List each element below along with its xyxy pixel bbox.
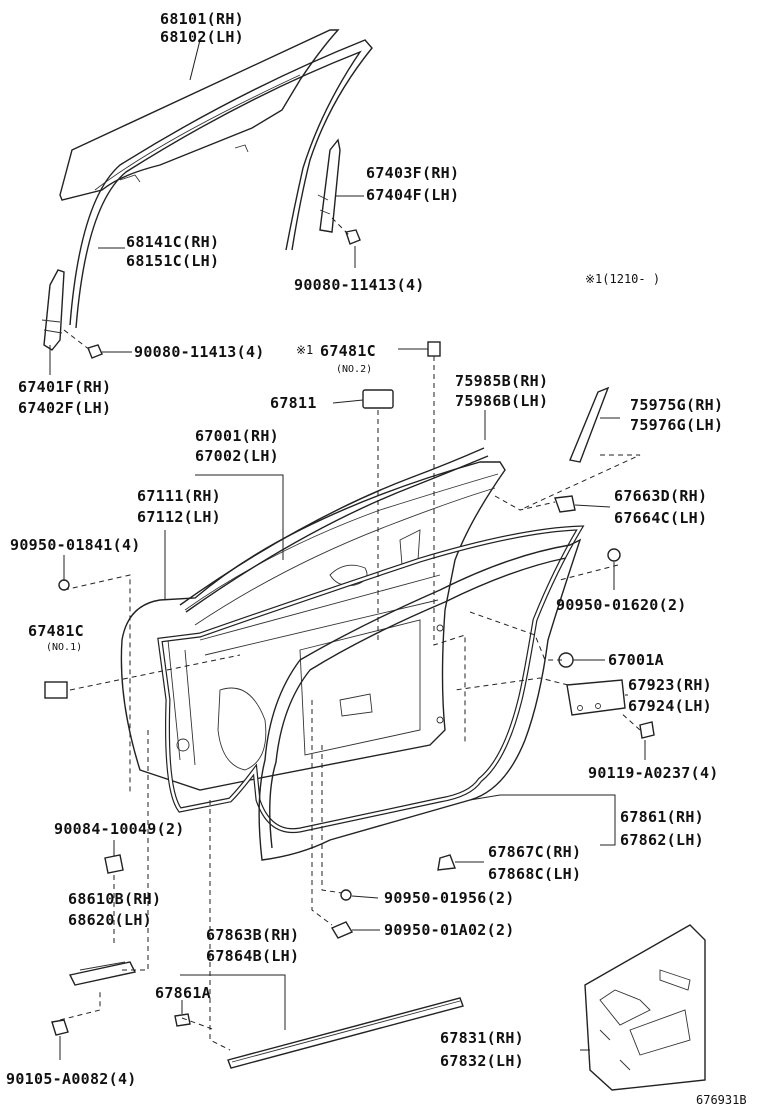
label-67002: 67002(LH) [195, 447, 279, 465]
door-check [51, 854, 137, 1036]
label-68151c: 68151C(LH) [126, 252, 219, 270]
note-mark: ※1 [296, 343, 313, 357]
door-inner-frame [258, 538, 582, 861]
label-67404f: 67404F(LH) [366, 186, 459, 204]
label-67831: 67831(RH) [440, 1029, 524, 1047]
label-bolt-90080-top: 90080-11413(4) [294, 276, 425, 294]
label-67811: 67811 [270, 394, 317, 412]
guide-lines [59, 356, 641, 1051]
label-67832: 67832(LH) [440, 1052, 524, 1070]
front-lower-frame [41, 269, 103, 359]
label-no1: (NO.1) [46, 642, 82, 653]
label-67403f: 67403F(RH) [366, 164, 459, 182]
label-bolt-90080-mid: 90080-11413(4) [134, 343, 265, 361]
lower-weatherstrip [227, 997, 464, 1069]
label-67111: 67111(RH) [137, 487, 221, 505]
door-belt-moulding [179, 447, 489, 613]
label-67868c: 67868C(LH) [488, 865, 581, 883]
small-parts [44, 341, 655, 1027]
diagram-reference-code: 676931B [696, 1093, 747, 1107]
label-67864b: 67864B(LH) [206, 947, 299, 965]
label-bolt-90084: 90084-10049(2) [54, 820, 185, 838]
label-67861-rh: 67861(RH) [620, 808, 704, 826]
label-68101: 68101(RH) [160, 10, 244, 28]
label-bolt-90105: 90105-A0082(4) [6, 1070, 137, 1088]
label-67664c: 67664C(LH) [614, 509, 707, 527]
label-67481c-no1: 67481C [28, 622, 84, 640]
label-67867c: 67867C(RH) [488, 843, 581, 861]
label-68610b: 68610B(RH) [68, 890, 161, 908]
label-67861a: 67861A [155, 984, 211, 1002]
note-range: ※1(1210- ) [585, 272, 660, 286]
label-68620: 68620(LH) [68, 911, 152, 929]
label-75976g: 75976G(LH) [630, 416, 723, 434]
label-67401f: 67401F(RH) [18, 378, 111, 396]
label-grommet-90950-01841: 90950-01841(4) [10, 536, 141, 554]
label-plug-90950-01a02: 90950-01A02(2) [384, 921, 515, 939]
leader-lines [49, 39, 646, 1060]
door-weatherstrip [157, 525, 585, 834]
label-screw-90119: 90119-A0237(4) [588, 764, 719, 782]
label-68141c: 68141C(RH) [126, 233, 219, 251]
label-68102: 68102(LH) [160, 28, 244, 46]
label-grommet-90950-01620: 90950-01620(2) [556, 596, 687, 614]
label-no2: (NO.2) [336, 364, 372, 375]
door-panel [120, 461, 506, 791]
label-75986b: 75986B(LH) [455, 392, 548, 410]
service-hole-cover [584, 924, 706, 1091]
label-67481c-no2: 67481C [320, 342, 376, 360]
door-glass [59, 29, 340, 201]
label-67924: 67924(LH) [628, 697, 712, 715]
part-labels: 68101(RH) 68102(LH) 67403F(RH) 67404F(LH… [6, 10, 747, 1107]
label-67923: 67923(RH) [628, 676, 712, 694]
label-67663d: 67663D(RH) [614, 487, 707, 505]
frame-stripe [569, 386, 610, 463]
label-67001a: 67001A [608, 651, 664, 669]
rear-lower-channel [317, 138, 361, 245]
glass-run-channel [69, 39, 373, 329]
label-plug-90950-01956: 90950-01956(2) [384, 889, 515, 907]
label-67112: 67112(LH) [137, 508, 221, 526]
label-75985b: 75985B(RH) [455, 372, 548, 390]
label-67402f: 67402F(LH) [18, 399, 111, 417]
label-67862-lh: 67862(LH) [620, 831, 704, 849]
label-67863b: 67863B(RH) [206, 926, 299, 944]
label-67001: 67001(RH) [195, 427, 279, 445]
label-75975g: 75975G(RH) [630, 396, 723, 414]
